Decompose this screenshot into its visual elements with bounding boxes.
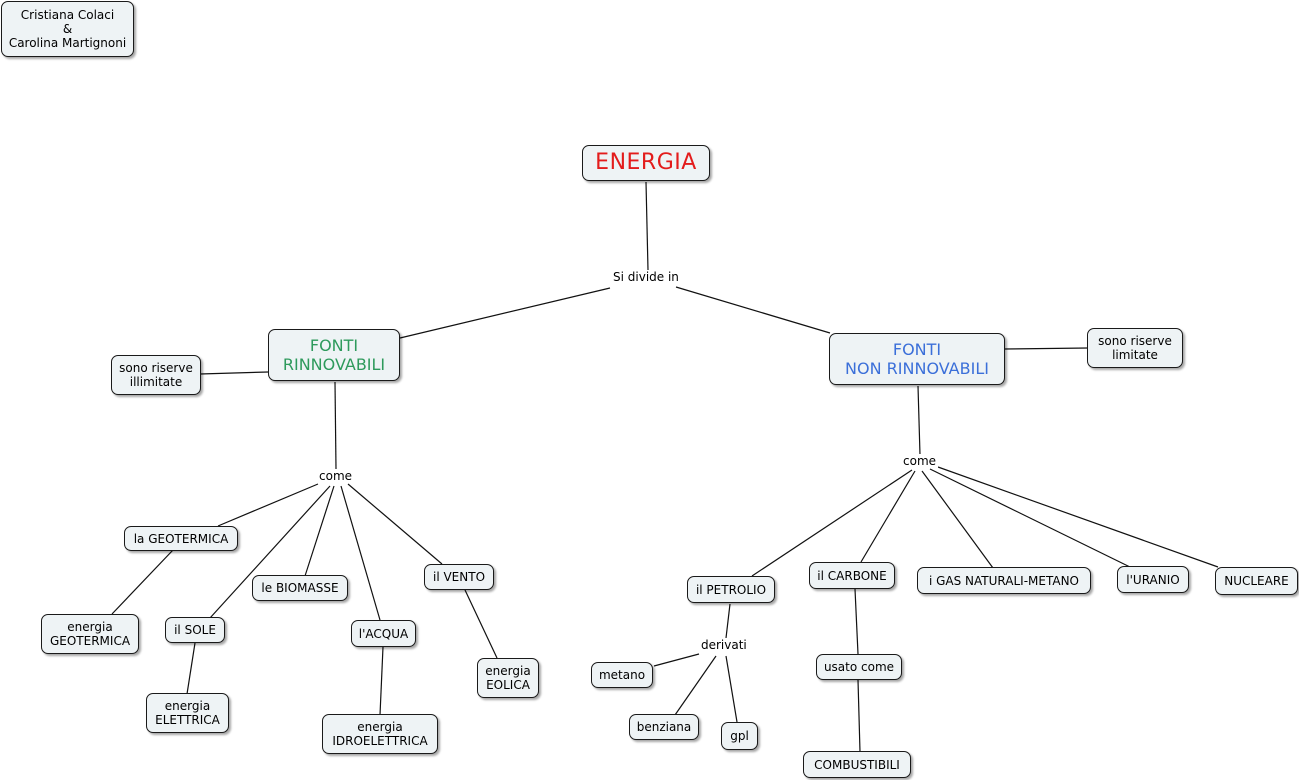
link-phrase-come-nonrenewable: come xyxy=(901,454,939,468)
node-energia-idroelettrica[interactable]: energia IDROELETTRICA xyxy=(322,714,438,754)
node-fonti-rinnovabili-line2: RINNOVABILI xyxy=(282,355,386,374)
link-usato-combustibili xyxy=(857,679,861,753)
link-carbone-usato xyxy=(854,588,859,655)
link-vento-energy xyxy=(464,589,498,659)
author-name-1: Cristiana Colaci xyxy=(20,8,115,22)
node-fonti-non-rinnovabili-line2: NON RINNOVABILI xyxy=(845,359,989,378)
link-come-carbone xyxy=(860,470,916,563)
link-derivati-gpl xyxy=(725,655,738,723)
author-name-2: Carolina Martignoni xyxy=(8,36,127,50)
link-acqua-energy xyxy=(379,646,384,716)
link-derivati-benziana xyxy=(674,655,717,716)
node-energia-elettrica[interactable]: energia ELETTRICA xyxy=(146,693,229,733)
link-nonrenewable-reserves xyxy=(1003,347,1089,350)
link-come-uranio xyxy=(929,468,1131,568)
link-energia-divide xyxy=(645,181,649,271)
node-benziana[interactable]: benziana xyxy=(629,714,699,740)
link-phrase-divide: Si divide in xyxy=(611,270,681,284)
author-ampersand: & xyxy=(62,22,73,36)
node-fonti-rinnovabili-line1: FONTI xyxy=(309,336,359,355)
link-geotermica-energy xyxy=(111,549,174,615)
link-renewable-come xyxy=(334,381,337,470)
node-acqua[interactable]: l'ACQUA xyxy=(351,620,416,647)
root-node-label: ENERGIA xyxy=(595,150,697,175)
node-combustibili[interactable]: COMBUSTIBILI xyxy=(803,751,911,778)
link-divide-nonrenewable xyxy=(675,286,831,334)
node-metano[interactable]: metano xyxy=(591,662,653,688)
node-riserve-limitate[interactable]: sono riserve limitate xyxy=(1087,328,1183,368)
node-riserve-illimitate[interactable]: sono riserve illimitate xyxy=(111,355,201,395)
link-come-nucleare xyxy=(937,466,1219,568)
node-vento[interactable]: il VENTO xyxy=(424,564,494,590)
link-phrase-come-renewable: come xyxy=(317,469,355,483)
link-come-sole xyxy=(209,485,331,619)
link-come-acqua xyxy=(340,485,381,621)
link-come-gas xyxy=(921,470,994,569)
node-biomasse[interactable]: le BIOMASSE xyxy=(252,575,348,601)
link-come-petrolio xyxy=(751,469,913,577)
link-come-vento xyxy=(347,483,443,565)
link-sole-energy xyxy=(186,642,196,695)
root-node-energia[interactable]: ENERGIA xyxy=(582,145,710,181)
link-phrase-derivati: derivati xyxy=(699,638,749,652)
link-petrolio-derivati xyxy=(725,603,731,639)
node-gas-naturali-metano[interactable]: i GAS NATURALI-METANO xyxy=(917,567,1091,594)
node-petrolio[interactable]: il PETROLIO xyxy=(687,576,775,603)
node-geotermica[interactable]: la GEOTERMICA xyxy=(124,526,238,551)
node-nucleare[interactable]: NUCLEARE xyxy=(1215,567,1298,595)
node-fonti-non-rinnovabili[interactable]: FONTI NON RINNOVABILI xyxy=(829,333,1005,385)
node-energia-geotermica[interactable]: energia GEOTERMICA xyxy=(41,614,139,654)
link-divide-renewable xyxy=(399,287,611,339)
node-energia-eolica[interactable]: energia EOLICA xyxy=(477,658,539,698)
node-sole[interactable]: il SOLE xyxy=(165,617,225,643)
node-uranio[interactable]: l'URANIO xyxy=(1117,566,1189,593)
link-nonrenewable-come xyxy=(917,385,921,456)
node-carbone[interactable]: il CARBONE xyxy=(809,562,895,589)
authors-box: Cristiana Colaci & Carolina Martignoni xyxy=(1,1,134,57)
node-fonti-non-rinnovabili-line1: FONTI xyxy=(892,340,942,359)
node-gpl[interactable]: gpl xyxy=(721,722,758,750)
node-usato-come[interactable]: usato come xyxy=(816,654,902,680)
link-come-geotermica xyxy=(217,483,319,527)
link-derivati-metano xyxy=(653,653,700,667)
link-come-biomasse xyxy=(304,485,335,577)
node-fonti-rinnovabili[interactable]: FONTI RINNOVABILI xyxy=(268,329,400,381)
link-renewable-reserves xyxy=(199,371,269,375)
